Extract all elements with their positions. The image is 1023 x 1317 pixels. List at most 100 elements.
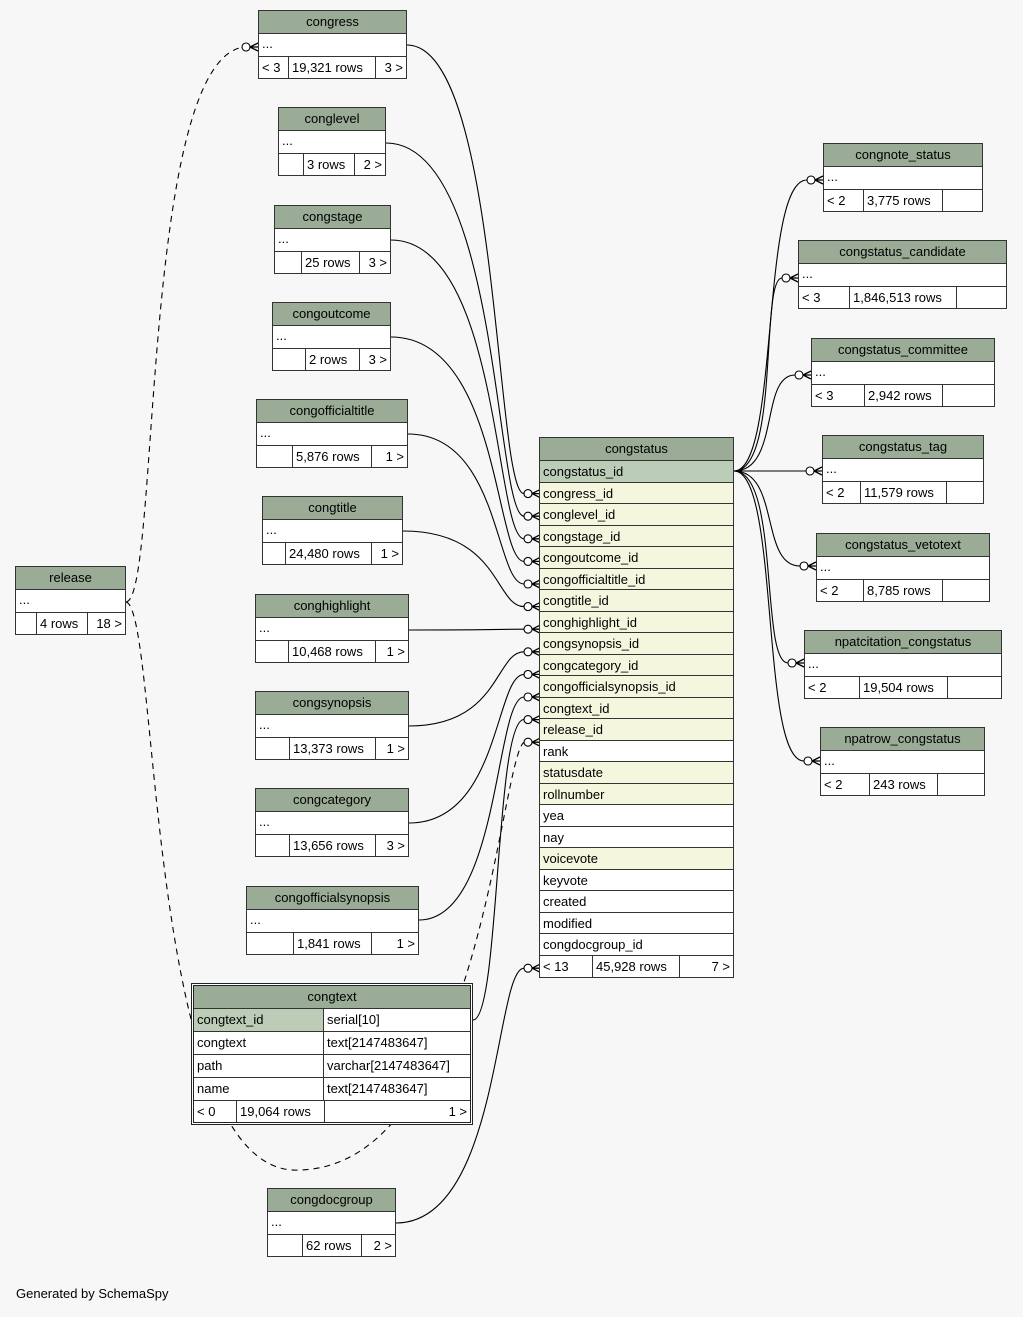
children-count[interactable] [943, 385, 994, 406]
column-row: congress_id [540, 482, 733, 504]
edge-conghighlight-optional-circle-icon [523, 624, 533, 634]
parents-count[interactable]: < 2 [817, 580, 864, 601]
column-row: release_id [540, 719, 733, 741]
parents-count[interactable] [247, 933, 294, 954]
edge-congofficialtitle [407, 433, 525, 585]
edge-congstage-optional-circle-icon [523, 534, 533, 544]
children-count[interactable]: 1 > [448, 1104, 467, 1119]
children-count[interactable] [943, 580, 989, 601]
parents-count[interactable]: < 0 [194, 1101, 237, 1122]
edge-congstatus-tag-optional-circle-icon [805, 466, 815, 476]
parents-count[interactable] [256, 835, 290, 856]
column-type: serial[10] [327, 1012, 380, 1027]
edge-congnote-status [733, 179, 808, 472]
children-count[interactable]: 3 > [386, 838, 405, 853]
parents-count[interactable] [268, 1235, 303, 1256]
children-count[interactable]: 1 > [385, 449, 404, 464]
parents-count[interactable] [16, 613, 37, 634]
parents-count[interactable] [257, 446, 293, 467]
parents-count[interactable]: < 2 [805, 677, 860, 698]
edge-congstatus-vetotext-crows-foot-icon [807, 561, 817, 571]
parents-count[interactable]: < 2 [824, 190, 864, 211]
table-name: congstatus_committee [812, 339, 994, 362]
column-type: text[2147483647] [327, 1081, 428, 1096]
parents-count[interactable] [256, 641, 289, 662]
table-columns-collapsed: ... [268, 1212, 395, 1235]
table-columns-collapsed: ... [279, 131, 385, 154]
row-count: 2,942 rows [865, 385, 943, 406]
children-count[interactable]: 2 > [363, 157, 382, 172]
parents-count[interactable]: < 3 [259, 57, 289, 78]
parents-count[interactable] [279, 154, 304, 175]
parents-count[interactable]: < 3 [812, 385, 865, 406]
column-row: conghighlight_id [540, 611, 733, 633]
table-name: congofficialtitle [257, 400, 407, 423]
children-count[interactable] [943, 190, 982, 211]
children-count[interactable]: 7 > [711, 958, 730, 974]
table-name: npatcitation_congstatus [805, 631, 1001, 654]
row-count: 1,846,513 rows [850, 287, 957, 308]
children-count[interactable]: 3 > [384, 60, 403, 75]
children-count[interactable]: 1 > [380, 546, 399, 561]
table-columns-collapsed: ... [247, 910, 418, 933]
children-count[interactable] [947, 482, 983, 503]
table-columns-collapsed: ... [799, 264, 1006, 287]
parents-count[interactable] [256, 738, 290, 759]
children-count[interactable]: 3 > [368, 352, 387, 367]
children-count[interactable]: 18 > [96, 616, 122, 631]
edge-congsynopsis [408, 651, 525, 727]
row-count: 5,876 rows [293, 446, 372, 467]
edge-release-congress-crows-foot-icon [249, 42, 259, 52]
children-count[interactable]: 2 > [373, 1238, 392, 1253]
parents-count[interactable] [263, 543, 286, 564]
children-count[interactable]: 3 > [368, 255, 387, 270]
children-count[interactable] [957, 287, 1006, 308]
column-row: congstage_id [540, 525, 733, 547]
column-name: congtext [194, 1032, 324, 1054]
parents-count[interactable]: < 2 [821, 774, 870, 795]
children-count[interactable]: 1 > [386, 644, 405, 659]
parents-count[interactable]: < 13 [540, 955, 593, 977]
row-count: 24,480 rows [286, 543, 372, 564]
column-name: path [194, 1055, 324, 1077]
row-count: 2 rows [306, 349, 360, 370]
table-columns-collapsed: ... [824, 167, 982, 190]
parents-count[interactable]: < 3 [799, 287, 850, 308]
children-count[interactable] [948, 677, 1001, 698]
row-count: 243 rows [870, 774, 938, 795]
table-name: congofficialsynopsis [247, 887, 418, 910]
row-count: 13,373 rows [290, 738, 376, 759]
children-count[interactable] [938, 774, 984, 795]
parents-count[interactable] [275, 252, 302, 273]
table-name: congstatus [540, 438, 733, 461]
parents-count[interactable] [273, 349, 306, 370]
parents-count[interactable]: < 2 [823, 482, 861, 503]
table-columns-collapsed: ... [263, 520, 402, 543]
children-count[interactable]: 1 > [386, 741, 405, 756]
row-count: 19,064 rows [237, 1101, 325, 1122]
column-row: congcategory_id [540, 654, 733, 676]
column-row: nay [540, 826, 733, 848]
children-count[interactable]: 1 > [396, 936, 415, 951]
